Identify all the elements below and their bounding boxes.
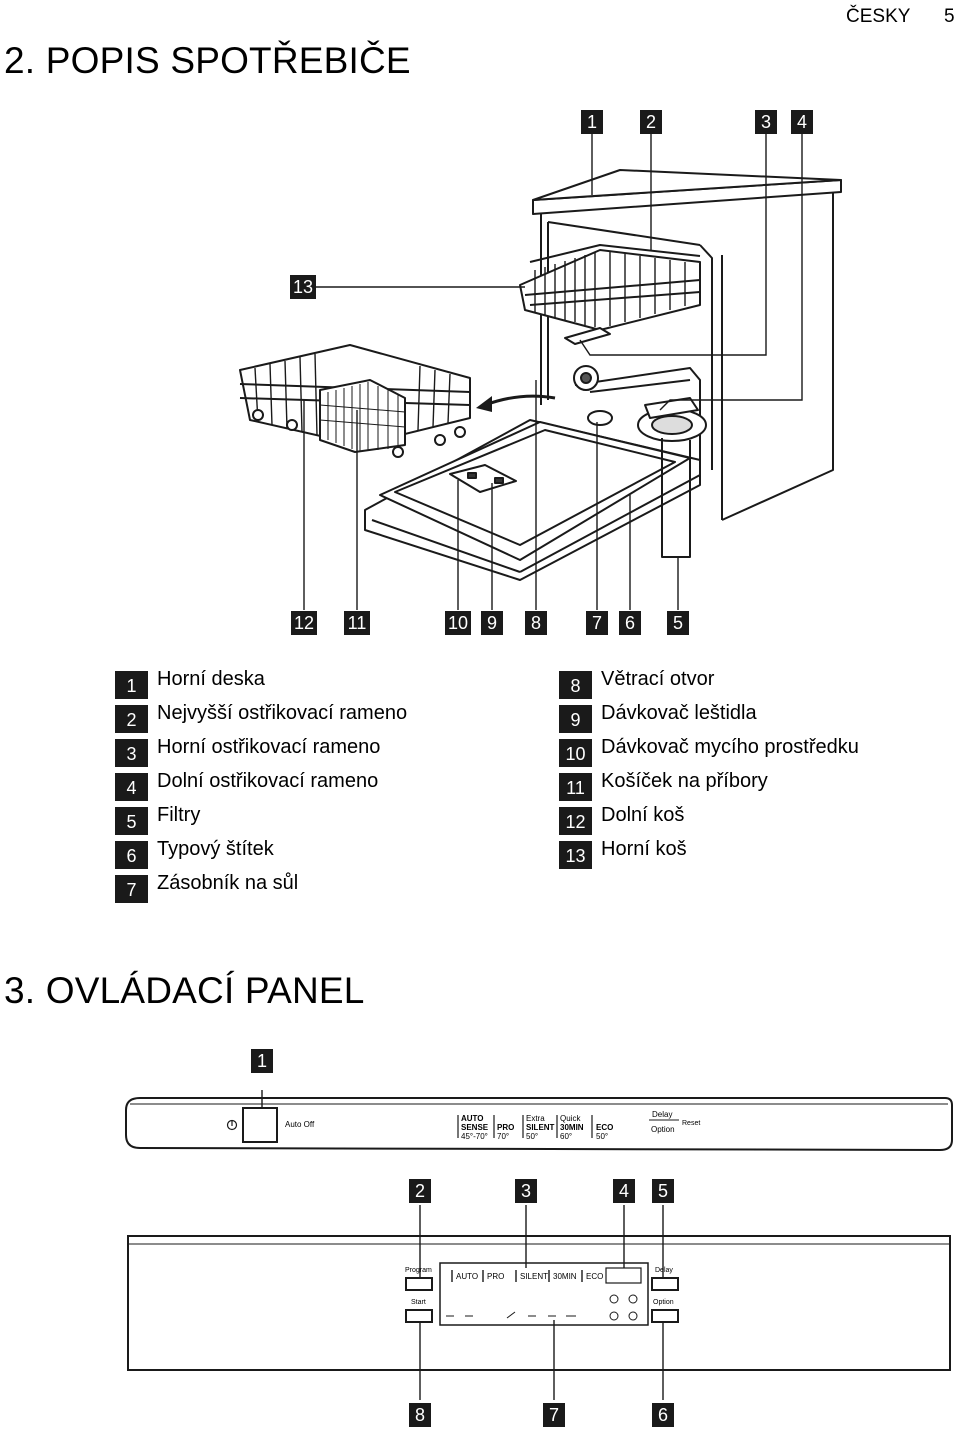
header-language: ČESKY [846, 6, 911, 27]
dishwasher-illustration [239, 134, 842, 610]
section-3-title: 3. OVLÁDACÍ PANEL [4, 970, 365, 1011]
legend-label: Horní deska [157, 668, 265, 690]
legend-label: Typový štítek [157, 838, 274, 860]
reset-label: Reset [682, 1120, 701, 1127]
legend-number: 10 [559, 739, 592, 767]
delay-button-bottom[interactable]: Delay [655, 1267, 673, 1274]
start-button[interactable]: Start [411, 1299, 426, 1306]
display-program: PRO [487, 1272, 505, 1281]
callout-7: 7 [586, 611, 608, 635]
display-program: AUTO [456, 1272, 479, 1281]
program-button[interactable]: Program [405, 1267, 432, 1274]
control-panel-top [125, 1090, 953, 1152]
legend-label: Větrací otvor [601, 668, 715, 690]
display-program: ECO [586, 1272, 604, 1281]
callout-3: 3 [755, 110, 777, 134]
callout-1: 1 [581, 110, 603, 134]
panel-callout-4: 4 [613, 1179, 635, 1203]
panel-callout-5: 5 [652, 1179, 674, 1203]
panel-callout-3: 3 [515, 1179, 537, 1203]
legend-label: Dolní ostřikovací rameno [157, 770, 379, 792]
legend-label: Dolní koš [601, 804, 685, 826]
callout-9: 9 [481, 611, 503, 635]
legend-label: Dávkovač mycího prostředku [601, 736, 859, 758]
auto-off-label: Auto Off [285, 1120, 315, 1129]
section-2-title: 2. POPIS SPOTŘEBIČE [4, 40, 411, 81]
callout-2: 2 [640, 110, 662, 134]
legend-number: 4 [115, 773, 148, 801]
panel-callout-1: 1 [251, 1049, 273, 1073]
legend-number: 7 [115, 875, 148, 903]
callout-8: 8 [525, 611, 547, 635]
legend-label: Zásobník na sůl [157, 872, 299, 894]
legend-label: Filtry [157, 804, 201, 826]
panel-callout-8: 8 [409, 1403, 431, 1427]
legend-number: 12 [559, 807, 592, 835]
legend-number: 11 [559, 773, 592, 801]
callout-11: 11 [344, 611, 370, 635]
legend-number: 3 [115, 739, 148, 767]
delay-button[interactable]: Delay [652, 1110, 673, 1119]
legend-number: 8 [559, 671, 592, 699]
option-button-bottom[interactable]: Option [653, 1299, 674, 1306]
callout-6: 6 [619, 611, 641, 635]
legend-left: 1 Horní deska 2 Nejvyšší ostřikovací ramen… [115, 668, 515, 908]
panel-callout-7: 7 [543, 1403, 565, 1427]
callout-5: 5 [667, 611, 689, 635]
option-button[interactable]: Option [651, 1125, 675, 1134]
legend-label: Horní ostřikovací rameno [157, 736, 381, 758]
display-program: 30MIN [553, 1272, 577, 1281]
legend-right: 8 Větrací otvor 9 Dávkovač leštidla 10 Dávk… [559, 668, 959, 878]
callout-4: 4 [791, 110, 813, 134]
legend-number: 13 [559, 841, 592, 869]
legend-number: 2 [115, 705, 148, 733]
callout-10: 10 [445, 611, 471, 635]
legend-number: 5 [115, 807, 148, 835]
legend-label: Košíček na příbory [601, 770, 768, 792]
legend-label: Nejvyšší ostřikovací rameno [157, 702, 408, 724]
control-panel-bottom [127, 1205, 951, 1400]
callout-13: 13 [290, 275, 316, 299]
legend-number: 1 [115, 671, 148, 699]
legend-number: 6 [115, 841, 148, 869]
legend-label: Horní koš [601, 838, 687, 860]
power-button[interactable] [243, 1108, 277, 1142]
legend-number: 9 [559, 705, 592, 733]
callout-12: 12 [291, 611, 317, 635]
panel-callout-6: 6 [652, 1403, 674, 1427]
legend-label: Dávkovač leštidla [601, 702, 757, 724]
panel-callout-2: 2 [409, 1179, 431, 1203]
page-number: 5 [944, 6, 955, 27]
display-program: SILENT [520, 1272, 549, 1281]
